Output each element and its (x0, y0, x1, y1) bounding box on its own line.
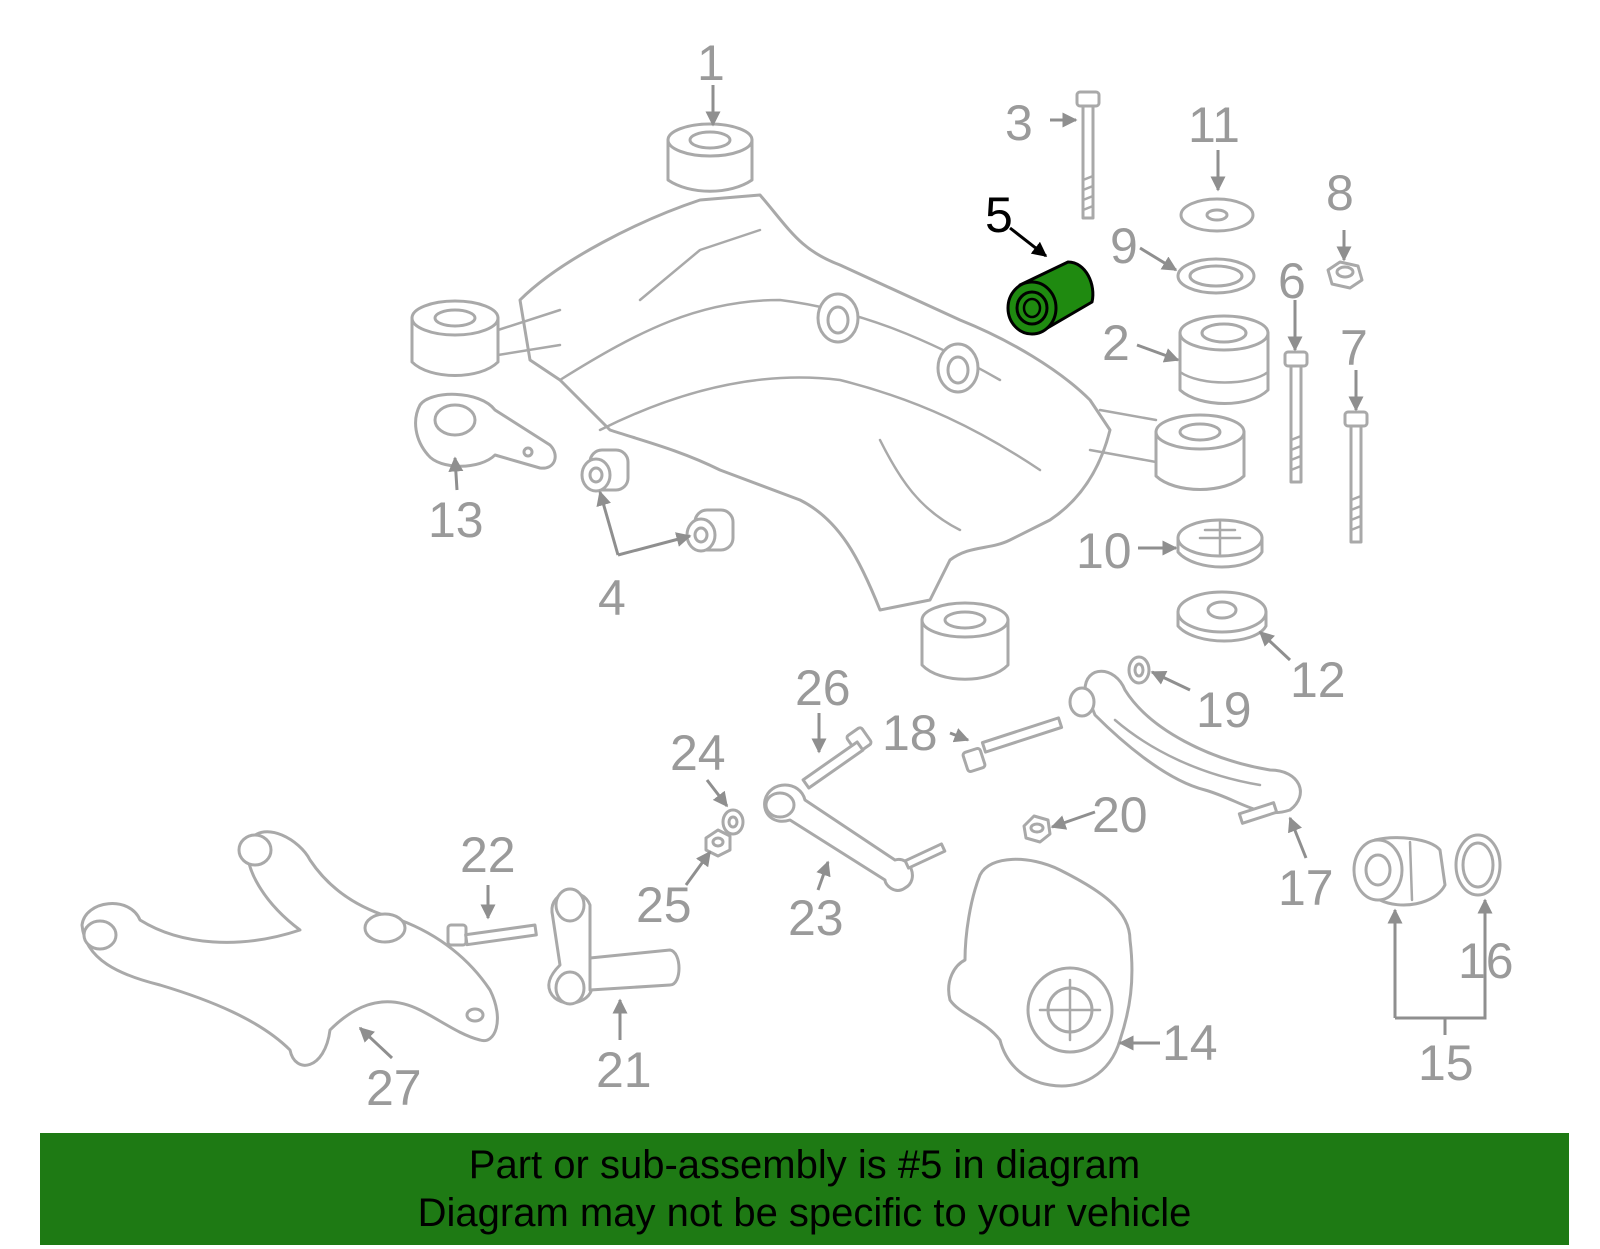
nut-20 (1022, 814, 1052, 844)
callout-17[interactable]: 17 (1278, 860, 1334, 916)
callout-18[interactable]: 18 (882, 705, 938, 761)
callout-15[interactable]: 15 (1418, 1035, 1474, 1091)
callout-14[interactable]: 14 (1162, 1015, 1218, 1071)
bolt-3 (1075, 90, 1101, 220)
washer-11 (1179, 197, 1255, 233)
seat-12 (1176, 590, 1268, 643)
callout-20[interactable]: 20 (1092, 787, 1148, 843)
bolt-22 (446, 923, 538, 947)
link-21 (547, 887, 681, 1006)
bracket-13 (414, 392, 557, 470)
bolt-18 (961, 716, 1064, 774)
ring-9 (1176, 257, 1256, 295)
link-23 (763, 783, 947, 892)
callout-8[interactable]: 8 (1326, 165, 1354, 221)
nut-8 (1326, 260, 1364, 290)
control-arm-17 (1068, 669, 1302, 825)
callout-7[interactable]: 7 (1340, 320, 1368, 376)
callout-12[interactable]: 12 (1290, 652, 1346, 708)
rear-subframe (410, 122, 1246, 681)
callout-2[interactable]: 2 (1102, 315, 1130, 371)
ring-16 (1454, 833, 1502, 897)
callout-26[interactable]: 26 (795, 660, 851, 716)
callout-22[interactable]: 22 (460, 827, 516, 883)
callout-21[interactable]: 21 (596, 1042, 652, 1098)
callout-11[interactable]: 11 (1188, 97, 1240, 153)
callout-3[interactable]: 3 (1005, 95, 1033, 151)
trailing-arm-27 (80, 830, 499, 1067)
bushings-4 (580, 448, 735, 553)
bolt-6 (1283, 350, 1309, 484)
callout-6[interactable]: 6 (1278, 253, 1306, 309)
callout-24[interactable]: 24 (670, 725, 726, 781)
callout-labels: 1 2 3 4 5 6 7 8 9 10 11 12 13 14 15 16 1… (366, 35, 1514, 1116)
leader-lines (358, 85, 1493, 1060)
knuckle-14 (947, 857, 1134, 1088)
washer-24 (721, 808, 745, 836)
bolt-26 (801, 726, 873, 790)
callout-9[interactable]: 9 (1110, 218, 1138, 274)
banner-line-2: Diagram may not be specific to your vehi… (417, 1191, 1192, 1235)
banner-line-1: Part or sub-assembly is #5 in diagram (468, 1143, 1141, 1187)
plate-10 (1176, 518, 1264, 569)
callout-25[interactable]: 25 (636, 877, 692, 933)
callout-4[interactable]: 4 (598, 570, 626, 626)
bushing-5-highlighted[interactable] (1006, 260, 1095, 336)
callout-27[interactable]: 27 (366, 1060, 422, 1116)
washer-19 (1127, 655, 1151, 685)
bolt-7 (1343, 410, 1369, 544)
callout-5[interactable]: 5 (985, 187, 1013, 243)
info-banner: Part or sub-assembly is #5 in diagram Di… (40, 1133, 1569, 1245)
callout-23[interactable]: 23 (788, 890, 844, 946)
callout-16[interactable]: 16 (1458, 933, 1514, 989)
nut-25 (704, 828, 732, 858)
mount-2 (1178, 314, 1270, 405)
callout-10[interactable]: 10 (1076, 523, 1132, 579)
callout-13[interactable]: 13 (428, 492, 484, 548)
callout-19[interactable]: 19 (1196, 682, 1252, 738)
callout-1[interactable]: 1 (697, 35, 725, 91)
bushing-15 (1352, 836, 1447, 907)
